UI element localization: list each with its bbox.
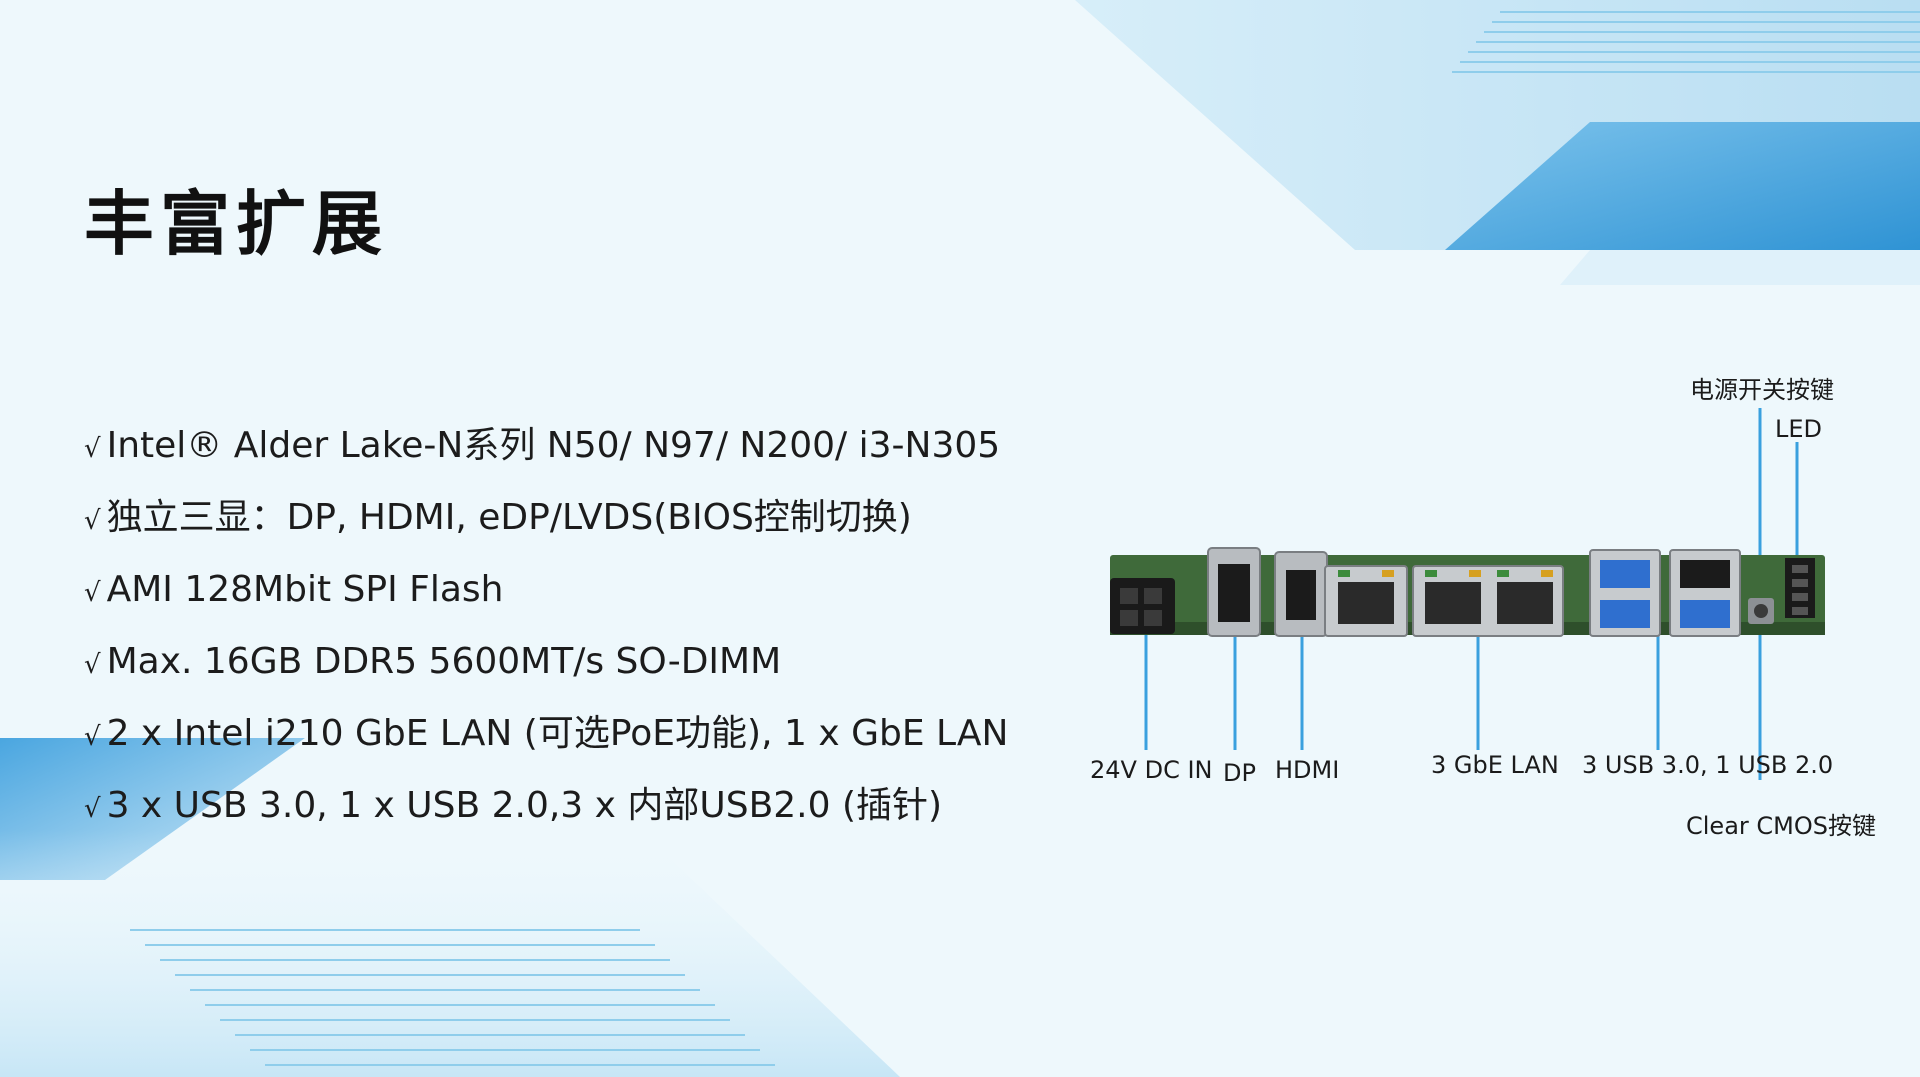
lan-port-icon	[1412, 565, 1564, 637]
check-icon: √	[84, 722, 101, 752]
feature-item: √Max. 16GB DDR5 5600MT/s SO-DIMM	[84, 626, 1008, 698]
usb-port-icon	[1589, 549, 1661, 637]
feature-item: √Intel® Alder Lake-N系列 N50/ N97/ N200/ i…	[84, 410, 1008, 482]
board-io-diagram	[1110, 408, 1825, 780]
dc-in-connector-icon	[1110, 578, 1175, 634]
feature-item: √2 x Intel i210 GbE LAN (可选PoE功能), 1 x G…	[84, 698, 1008, 770]
usb-port-icon	[1669, 549, 1741, 637]
page-title: 丰富扩展	[84, 183, 388, 265]
check-icon: √	[84, 650, 101, 680]
check-icon: √	[84, 434, 101, 464]
label-usb: 3 USB 3.0, 1 USB 2.0	[1582, 751, 1834, 779]
lan-port-icon	[1324, 565, 1408, 637]
led-header-icon	[1785, 558, 1815, 618]
feature-list: √Intel® Alder Lake-N系列 N50/ N97/ N200/ i…	[84, 410, 1008, 842]
check-icon: √	[84, 794, 101, 824]
power-button-icon	[1748, 598, 1774, 624]
feature-item: √AMI 128Mbit SPI Flash	[84, 554, 1008, 626]
hdmi-port-icon	[1274, 551, 1328, 637]
check-icon: √	[84, 506, 101, 536]
dp-port-icon	[1207, 547, 1261, 637]
label-hdmi: HDMI	[1275, 756, 1340, 784]
feature-item: √3 x USB 3.0, 1 x USB 2.0,3 x 内部USB2.0 (…	[84, 770, 1008, 842]
label-dp: DP	[1223, 759, 1256, 787]
label-power-button: 电源开关按键	[1690, 376, 1834, 404]
label-dc-in: 24V DC IN	[1090, 756, 1213, 784]
feature-item: √独立三显：DP, HDMI, eDP/LVDS(BIOS控制切换)	[84, 482, 1008, 554]
check-icon: √	[84, 578, 101, 608]
label-lan: 3 GbE LAN	[1431, 751, 1559, 779]
label-clear-cmos: Clear CMOS按键	[1686, 812, 1876, 840]
label-led: LED	[1775, 415, 1823, 443]
